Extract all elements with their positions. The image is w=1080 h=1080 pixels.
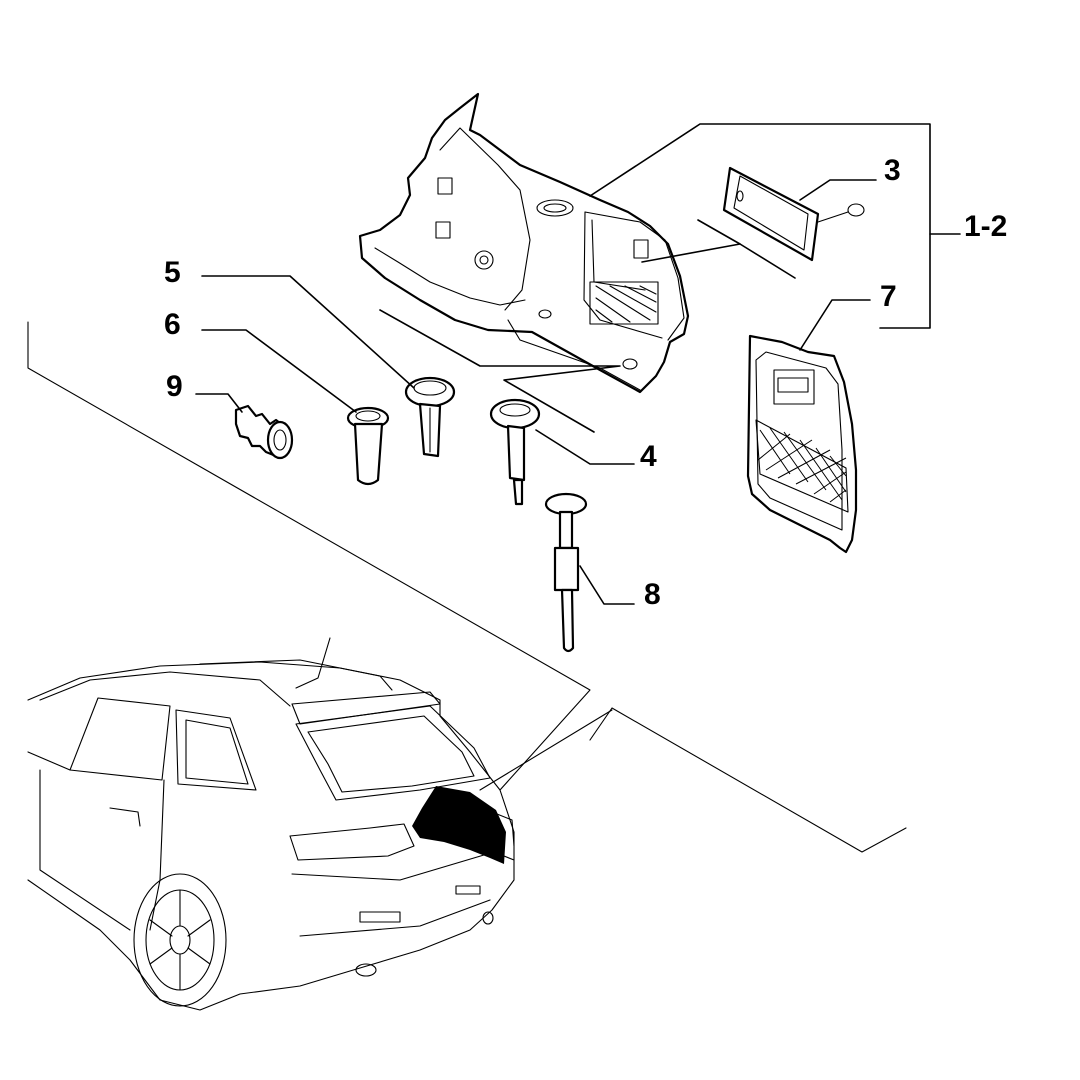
leader-7 — [799, 299, 871, 351]
stud-pin — [489, 398, 541, 506]
tree-clip — [234, 404, 294, 460]
leader-5 — [201, 275, 415, 389]
leader-6 — [201, 329, 357, 413]
group-bracket — [589, 123, 961, 329]
callout-7: 7 — [880, 280, 897, 313]
callout-5: 5 — [164, 256, 181, 289]
callout-6: 6 — [164, 308, 181, 341]
leader-4-detail — [379, 309, 621, 433]
leader-3 — [799, 179, 877, 201]
leader-4 — [535, 429, 635, 465]
callout-1-2: 1-2 — [964, 210, 1007, 243]
pocket-panel — [746, 334, 858, 554]
callout-3: 3 — [884, 154, 901, 187]
leader-9 — [195, 393, 243, 413]
station-wagon-rear — [27, 637, 613, 1011]
callout-9: 9 — [166, 370, 183, 403]
sleeve-bushing — [346, 406, 390, 486]
callout-8: 8 — [644, 578, 661, 611]
reference-frame-lines — [27, 321, 907, 853]
callout-4: 4 — [640, 440, 657, 473]
long-pin — [544, 492, 588, 653]
leader-3-detail-b — [739, 243, 796, 279]
leader-8 — [579, 565, 635, 605]
push-pin — [404, 376, 456, 458]
trunk-side-panel — [358, 92, 690, 394]
cover-flap — [722, 166, 865, 262]
